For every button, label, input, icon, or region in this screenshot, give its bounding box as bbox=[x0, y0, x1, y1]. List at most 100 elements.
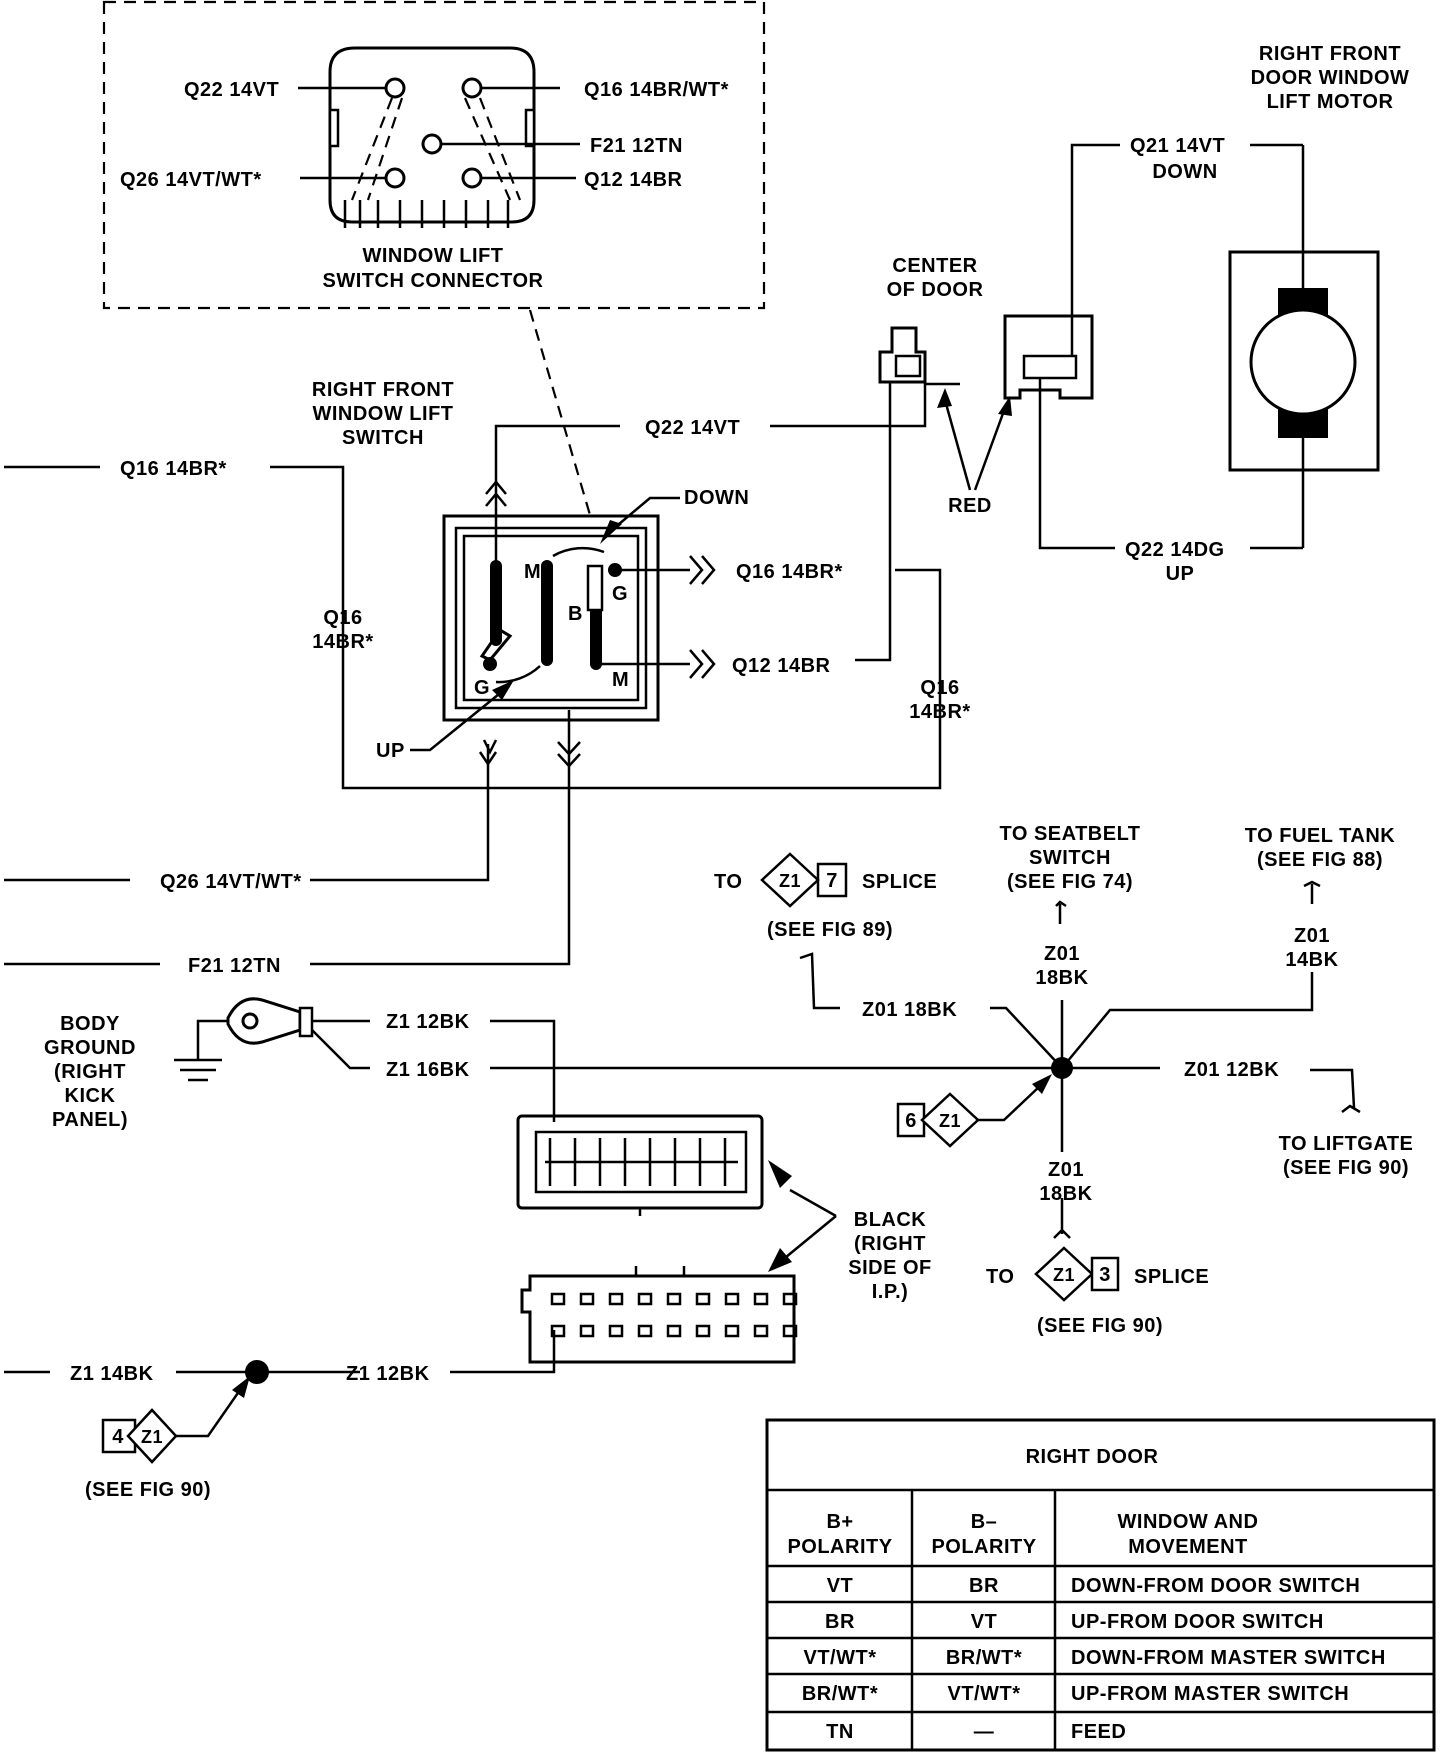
table-cell: DOWN-FROM DOOR SWITCH bbox=[1071, 1575, 1360, 1597]
svg-text:Z1: Z1 bbox=[1053, 1265, 1075, 1285]
svg-text:Q16 14BR*: Q16 14BR* bbox=[120, 458, 227, 480]
svg-text:BODY: BODY bbox=[60, 1013, 120, 1035]
svg-text:(SEE FIG 74): (SEE FIG 74) bbox=[1007, 871, 1133, 893]
connector-pin bbox=[579, 1292, 595, 1306]
svg-text:14BK: 14BK bbox=[1285, 949, 1338, 971]
terminal-q26 bbox=[384, 167, 406, 189]
connector-pin bbox=[637, 1324, 653, 1338]
connector-pin bbox=[724, 1292, 740, 1306]
terminal-f21 bbox=[421, 133, 443, 155]
svg-text:SWITCH: SWITCH bbox=[342, 427, 424, 449]
center-of-door-connector: CENTER OF DOOR RED bbox=[770, 255, 1094, 662]
svg-text:M: M bbox=[524, 561, 541, 583]
inset-label-q26: Q26 14VT/WT* bbox=[120, 169, 262, 191]
connector-inset: Q22 14VT Q16 14BR/WT* F21 12TN Q26 14VT/… bbox=[102, 0, 766, 310]
svg-text:Z1 12BK: Z1 12BK bbox=[386, 1011, 470, 1033]
svg-text:POLARITY: POLARITY bbox=[931, 1536, 1036, 1558]
svg-text:PANEL): PANEL) bbox=[52, 1109, 128, 1131]
svg-text:I.P.): I.P.) bbox=[872, 1281, 909, 1303]
connector-pin bbox=[550, 1292, 566, 1306]
svg-text:OF DOOR: OF DOOR bbox=[887, 279, 984, 301]
svg-text:TO SEATBELT: TO SEATBELT bbox=[999, 823, 1140, 845]
wire-q22-motor bbox=[1038, 370, 1303, 550]
table-title: RIGHT DOOR bbox=[1026, 1446, 1159, 1468]
svg-text:6: 6 bbox=[905, 1110, 917, 1132]
table-cell: VT bbox=[971, 1611, 998, 1633]
svg-text:4: 4 bbox=[112, 1426, 124, 1448]
svg-text:Z01: Z01 bbox=[1044, 943, 1080, 965]
svg-text:(RIGHT: (RIGHT bbox=[54, 1061, 126, 1083]
connector-pin bbox=[608, 1324, 624, 1338]
connector-pin bbox=[782, 1292, 798, 1306]
svg-text:B: B bbox=[568, 603, 583, 625]
inset-label-q22: Q22 14VT bbox=[184, 79, 279, 101]
connector-pin bbox=[550, 1324, 566, 1338]
svg-text:POLARITY: POLARITY bbox=[787, 1536, 892, 1558]
svg-text:GROUND: GROUND bbox=[44, 1037, 136, 1059]
polarity-table: RIGHT DOOR B+ POLARITY B– POLARITY WINDO… bbox=[765, 1418, 1436, 1752]
svg-text:B–: B– bbox=[971, 1511, 998, 1533]
svg-text:(SEE FIG 90): (SEE FIG 90) bbox=[1037, 1315, 1163, 1337]
svg-text:Q16 14BR*: Q16 14BR* bbox=[736, 561, 843, 583]
table-cell: VT/WT* bbox=[948, 1683, 1021, 1705]
wire-q22-to-door bbox=[770, 382, 927, 428]
svg-text:18BK: 18BK bbox=[1039, 1183, 1092, 1205]
inset-title-2: SWITCH CONNECTOR bbox=[323, 270, 544, 292]
table-cell: BR bbox=[825, 1611, 855, 1633]
down-label: DOWN bbox=[684, 487, 749, 509]
svg-text:Q26 14VT/WT*: Q26 14VT/WT* bbox=[160, 871, 302, 893]
table-cell: TN bbox=[826, 1721, 854, 1743]
connector-pin bbox=[695, 1324, 711, 1338]
motor-q22-label: Q22 14DG bbox=[1125, 539, 1225, 561]
svg-text:UP: UP bbox=[1166, 563, 1195, 585]
wire-f21 bbox=[310, 710, 571, 966]
svg-text:G: G bbox=[474, 677, 490, 699]
inset-border bbox=[102, 0, 766, 310]
svg-text:(SEE FIG 90): (SEE FIG 90) bbox=[1283, 1157, 1409, 1179]
motor-rotor bbox=[1249, 308, 1357, 416]
male-connector bbox=[878, 326, 927, 384]
wire-q26 bbox=[310, 744, 490, 882]
svg-text:LIFT MOTOR: LIFT MOTOR bbox=[1267, 91, 1394, 113]
svg-text:SIDE OF: SIDE OF bbox=[848, 1257, 932, 1279]
table-frame bbox=[765, 1418, 1436, 1752]
switch-outer bbox=[442, 514, 660, 722]
svg-text:Q16: Q16 bbox=[323, 607, 362, 629]
svg-text:Z01 18BK: Z01 18BK bbox=[862, 999, 957, 1021]
svg-text:F21 12TN: F21 12TN bbox=[188, 955, 281, 977]
terminal-q16 bbox=[461, 77, 483, 99]
svg-text:7: 7 bbox=[826, 870, 838, 892]
svg-text:Z1 16BK: Z1 16BK bbox=[386, 1059, 470, 1081]
svg-text:(RIGHT: (RIGHT bbox=[854, 1233, 926, 1255]
svg-text:MOVEMENT: MOVEMENT bbox=[1128, 1536, 1248, 1558]
black-connector-lower bbox=[450, 1266, 798, 1374]
inset-label-q12: Q12 14BR bbox=[584, 169, 683, 191]
table-cell: VT bbox=[827, 1575, 854, 1597]
svg-text:TO LIFTGATE: TO LIFTGATE bbox=[1279, 1133, 1414, 1155]
svg-text:14BR*: 14BR* bbox=[312, 631, 373, 653]
svg-text:SWITCH: SWITCH bbox=[1029, 847, 1111, 869]
svg-text:TO FUEL TANK: TO FUEL TANK bbox=[1245, 825, 1396, 847]
svg-text:Z01 12BK: Z01 12BK bbox=[1184, 1059, 1279, 1081]
up-label: UP bbox=[376, 740, 405, 762]
svg-text:Z1: Z1 bbox=[779, 871, 801, 891]
table-cell: BR/WT* bbox=[802, 1683, 878, 1705]
svg-text:TO: TO bbox=[714, 871, 742, 893]
ground-symbol bbox=[174, 1019, 228, 1082]
inset-label-q16: Q16 14BR/WT* bbox=[584, 79, 729, 101]
wire-z1-12bk bbox=[490, 1019, 556, 1122]
wire-label-q22: Q22 14VT bbox=[645, 417, 740, 439]
connector-pin bbox=[695, 1292, 711, 1306]
lift-motor: RIGHT FRONT DOOR WINDOW LIFT MOTOR Q21 1… bbox=[1038, 43, 1409, 585]
svg-text:CENTER: CENTER bbox=[892, 255, 977, 277]
table-cell: — bbox=[974, 1721, 995, 1743]
connector-pin bbox=[666, 1292, 682, 1306]
connector-pin bbox=[666, 1324, 682, 1338]
table-cell: DOWN-FROM MASTER SWITCH bbox=[1071, 1647, 1386, 1669]
svg-text:Z01: Z01 bbox=[1048, 1159, 1084, 1181]
svg-text:DOWN: DOWN bbox=[1152, 161, 1217, 183]
inset-pointer bbox=[528, 309, 592, 516]
black-connector-upper bbox=[516, 1114, 764, 1216]
motor-q21-label: Q21 14VT bbox=[1130, 135, 1225, 157]
